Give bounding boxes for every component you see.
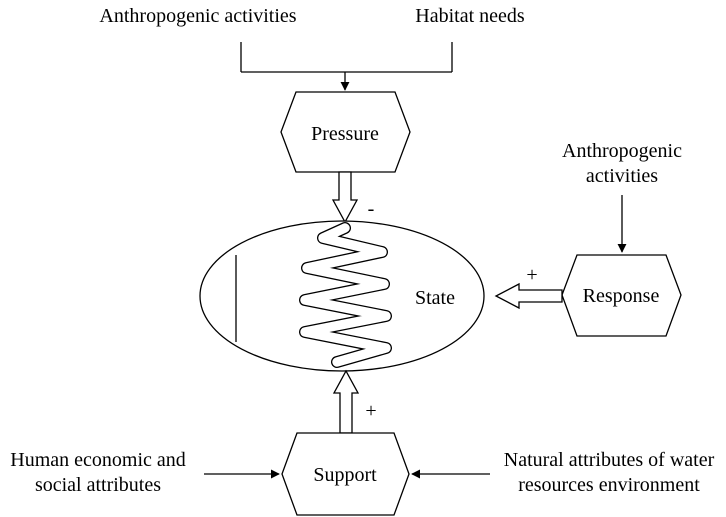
support-label: Support: [313, 464, 377, 486]
top-bracket-connector: [240, 42, 453, 91]
response-sign: +: [526, 264, 537, 286]
support-box: [281, 432, 410, 516]
pressure-sign: -: [368, 198, 375, 220]
pressure-box: [280, 91, 411, 173]
left-input-label-line1: Human economic and: [10, 449, 186, 471]
right-input-label-line2: activities: [586, 165, 658, 187]
left-input-label-line2: social attributes: [35, 474, 161, 496]
pressure-to-state-arrow: [331, 171, 359, 224]
response-label: Response: [583, 285, 660, 307]
support-to-state-arrow: [332, 369, 360, 434]
right-input-label-line1: Anthropogenic: [562, 140, 682, 162]
support-sign: +: [365, 400, 376, 422]
pressure-label: Pressure: [311, 123, 379, 145]
top-right-label: Habitat needs: [415, 5, 525, 27]
top-left-label: Anthropogenic activities: [99, 5, 296, 27]
right-bottom-label-line2: resources environment: [518, 474, 700, 496]
response-to-state-arrow: [494, 282, 563, 310]
spring-icon: [299, 222, 392, 368]
state-label: State: [415, 287, 455, 309]
right-bottom-label-line1: Natural attributes of water: [504, 449, 715, 471]
